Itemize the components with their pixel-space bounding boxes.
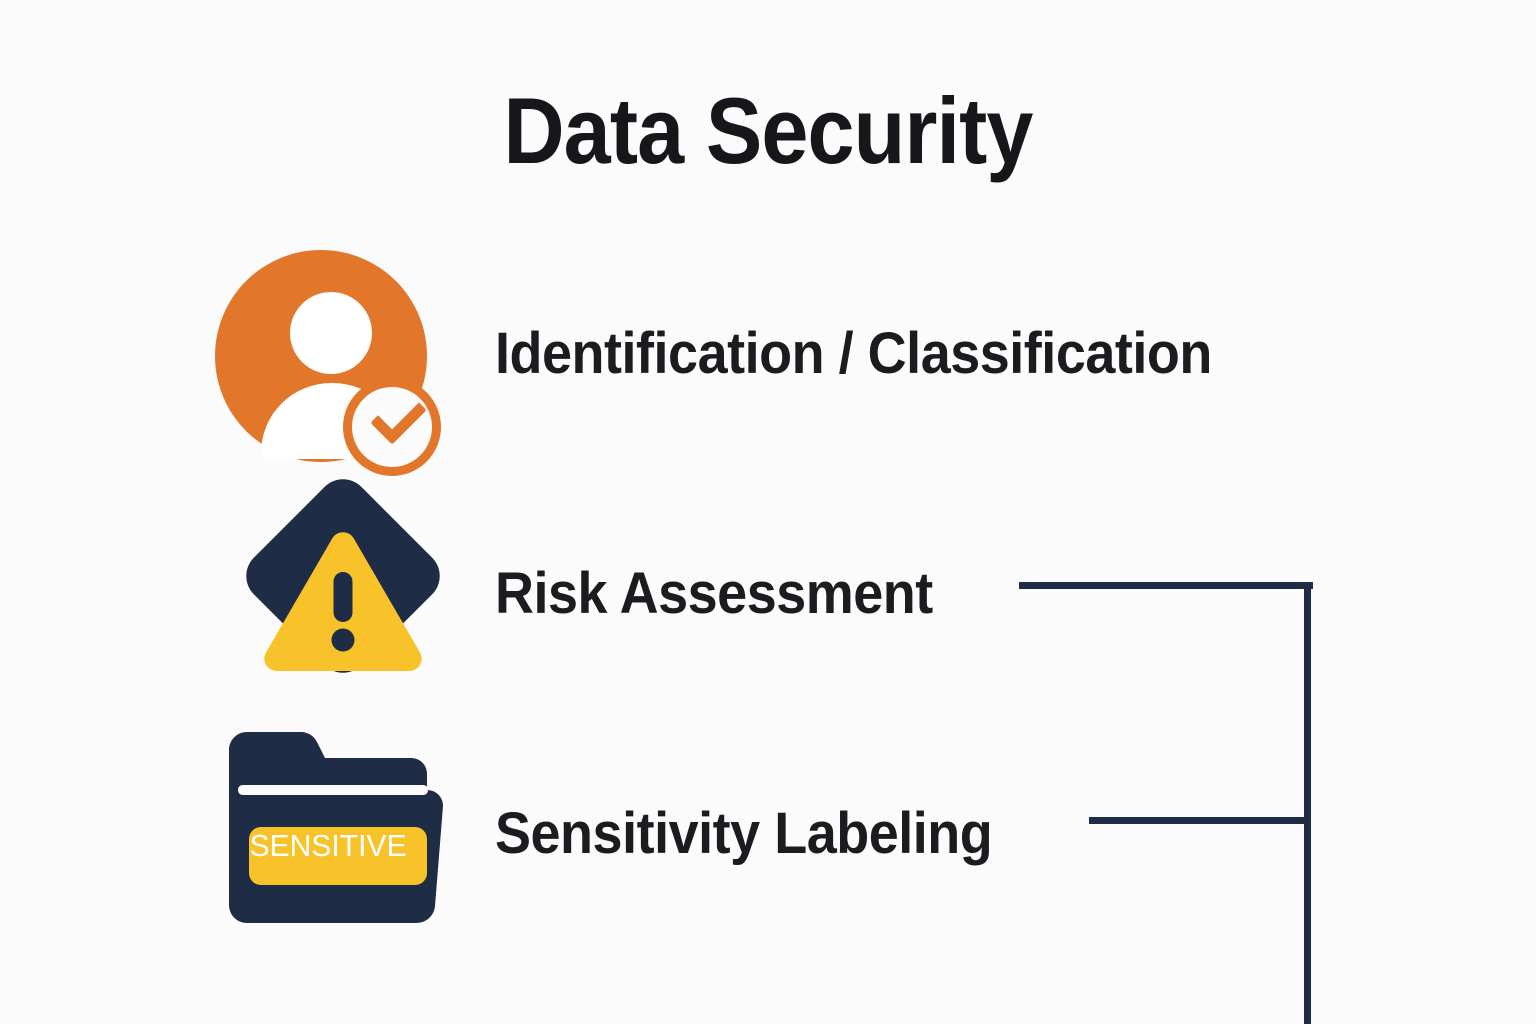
warning-triangle-icon [261,528,425,676]
row-label-identification: Identification / Classification [495,320,1212,386]
user-check-icon [205,238,445,476]
warning-diamond-icon [205,468,451,708]
folder-shape [215,728,455,928]
diagram-row-identification: Identification / Classification [0,238,1536,476]
row-label-sensitivity-labeling: Sensitivity Labeling [495,800,993,866]
row-label-risk-assessment: Risk Assessment [495,560,933,626]
user-head-shape [290,292,372,374]
connector-sensitivity-horizontal [1089,817,1311,824]
diagram-row-risk-assessment: Risk Assessment [0,468,1536,708]
connector-risk-horizontal [1019,582,1313,589]
diagram-row-sensitivity-labeling: SENSITIVE Sensitivity Labeling [0,718,1536,948]
sensitive-folder-icon: SENSITIVE [205,718,445,948]
page-title: Data Security [503,78,1033,183]
connector-vertical-trunk [1304,582,1311,1024]
check-mark-shape [370,388,427,445]
user-circle-shape [215,250,441,476]
check-badge-icon [343,378,441,476]
